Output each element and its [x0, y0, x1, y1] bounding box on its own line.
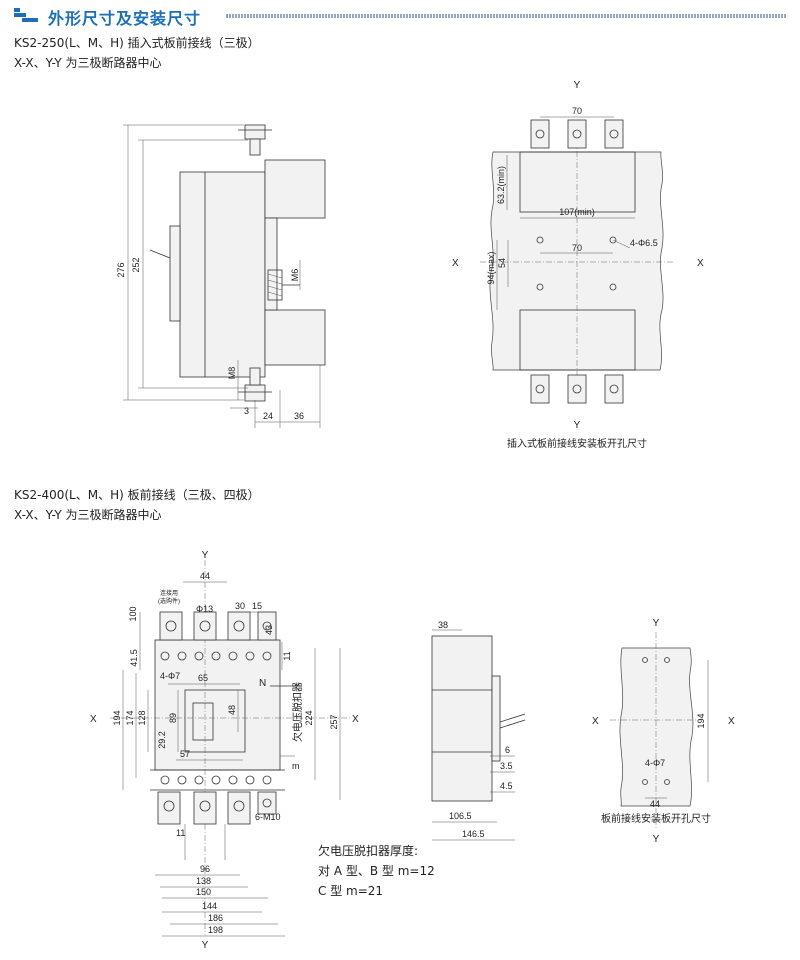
s1-dim-m8: M8: [227, 367, 237, 380]
s2-axis-x-left: X: [90, 714, 97, 725]
s2-note-line2: (选购件): [158, 597, 180, 605]
s2-dim-194: 194: [112, 710, 122, 725]
section1-subheading: X-X、Y-Y 为三极断路器中心: [14, 56, 162, 70]
s2-side-dim-1465: 146.5: [462, 829, 485, 839]
s1-bottom-terminals: [530, 374, 624, 404]
s2-dim-257: 257: [329, 714, 339, 729]
s2-side-view: [431, 629, 526, 841]
s2-mounting-plate: [610, 632, 709, 828]
notes-line1: 欠电压脱扣器厚度:: [318, 844, 419, 858]
s2-plate-dim-194: 194: [696, 713, 706, 728]
s2-plate-x-left: X: [592, 716, 599, 727]
section2-heading: KS2-400(L、M、H) 板前接线（三极、四极）: [14, 488, 260, 502]
s2-axis-y-top: Y: [202, 550, 209, 561]
s2-plate-holes: 4-Φ7: [645, 758, 665, 768]
s1-dim-94: 94(max): [486, 251, 496, 284]
s2-dim-128: 128: [137, 710, 147, 725]
s2-dim-96: 96: [200, 864, 210, 874]
s2-dim-224: 224: [304, 710, 314, 725]
section-header: 外形尺寸及安装尺寸: [14, 4, 786, 28]
notes-line3: C 型 m=21: [318, 884, 384, 898]
s1-dim-3: 3: [244, 406, 249, 416]
s2-note-line1: 连接用: [160, 589, 178, 597]
s2-bottom-terminals: [157, 791, 277, 825]
section2-subheading: X-X、Y-Y 为三极断路器中心: [14, 508, 162, 522]
s2-dim-65: 65: [198, 673, 208, 683]
s2-side-dim-38: 38: [438, 620, 448, 630]
s2-dim-29: 29.2: [157, 731, 167, 749]
s2-axis-x-right: X: [352, 714, 359, 725]
s2-dim-11: 11: [282, 651, 292, 660]
s2-dim-11b: 11: [176, 828, 185, 838]
s2-dim-150: 150: [196, 887, 211, 897]
s1-dim-m6: M6: [290, 269, 300, 282]
s2-plate-y-top: Y: [653, 618, 660, 629]
s2-dim-186: 186: [208, 913, 223, 923]
s1-dim-36: 36: [294, 411, 304, 421]
s2-plate-dim-44: 44: [650, 799, 660, 809]
s2-phi13: Φ13: [196, 604, 213, 614]
s2-dim-44: 44: [200, 571, 210, 581]
s2-plate-caption: 板前接线安装板开孔尺寸: [601, 812, 711, 825]
s2-bottom-bolts: [160, 775, 272, 785]
s2-uv-label: 欠电压脱扣器: [291, 682, 304, 742]
s2-dim-100: 100: [128, 606, 138, 621]
s1-dim-54: 54: [497, 258, 507, 268]
page-title: 外形尺寸及安装尺寸: [48, 9, 202, 28]
s1-axis-y-bottom: Y: [574, 420, 581, 431]
s1-dim-24: 24: [263, 411, 273, 421]
s2-top-terminals: [159, 611, 277, 641]
s2-side-dim-35: 3.5: [500, 761, 513, 771]
s2-side-dim-6: 6: [505, 745, 510, 755]
s2-dim-198: 198: [208, 925, 223, 935]
s2-dim-30: 30: [235, 601, 245, 611]
s2-plate-y-bottom: Y: [653, 834, 660, 845]
s2-front-view: [110, 560, 350, 937]
s1-dim-70-mid: 70: [572, 243, 582, 253]
s2-axis-y-bottom: Y: [202, 940, 209, 951]
s1-holes: 4-Φ6.5: [630, 238, 658, 248]
s2-dim-138: 138: [196, 876, 211, 886]
s2-dim-15: 15: [252, 601, 262, 611]
s1-axis-x-left: X: [452, 258, 459, 269]
s2-dim-41: 41.5: [129, 649, 139, 667]
s2-top-bolts: [160, 651, 272, 661]
s2-dim-57: 57: [180, 749, 190, 759]
s1-plate-caption: 插入式板前接线安装板开孔尺寸: [507, 437, 647, 450]
s2-dim-48: 48: [227, 705, 237, 715]
notes-line2: 对 A 型、B 型 m=12: [318, 864, 435, 878]
s1-dim-107: 107(min): [559, 207, 595, 217]
s1-dim-70-top: 70: [572, 106, 582, 116]
s2-dim-43: 43: [264, 625, 274, 635]
s1-axis-x-right: X: [697, 258, 704, 269]
s2-dim-174: 174: [125, 710, 135, 725]
s1-mounting-plate: [480, 116, 675, 404]
s2-plate-x-right: X: [728, 716, 735, 727]
s2-side-dim-45: 4.5: [500, 781, 513, 791]
s2-holes: 4-Φ7: [160, 671, 180, 681]
header-bars-icon: [14, 8, 38, 22]
s1-dim-63: 63.2(min): [496, 166, 506, 204]
s1-top-terminals: [530, 119, 624, 149]
s2-side-dim-1065: 106.5: [449, 811, 472, 821]
s1-side-view: [123, 124, 326, 428]
section1-heading: KS2-250(L、M、H) 插入式板前接线（三极）: [14, 36, 260, 50]
s2-label-n: N: [259, 678, 266, 689]
s2-dim-144: 144: [202, 901, 217, 911]
s1-dim-252: 252: [131, 257, 141, 272]
s2-m10: 6-M10: [255, 812, 281, 822]
s2-dim-89: 89: [168, 713, 178, 723]
header-rule: [226, 14, 786, 18]
s1-dim-276: 276: [116, 262, 126, 277]
s2-dim-m: m: [292, 761, 300, 771]
s1-axis-y-top: Y: [574, 80, 581, 91]
